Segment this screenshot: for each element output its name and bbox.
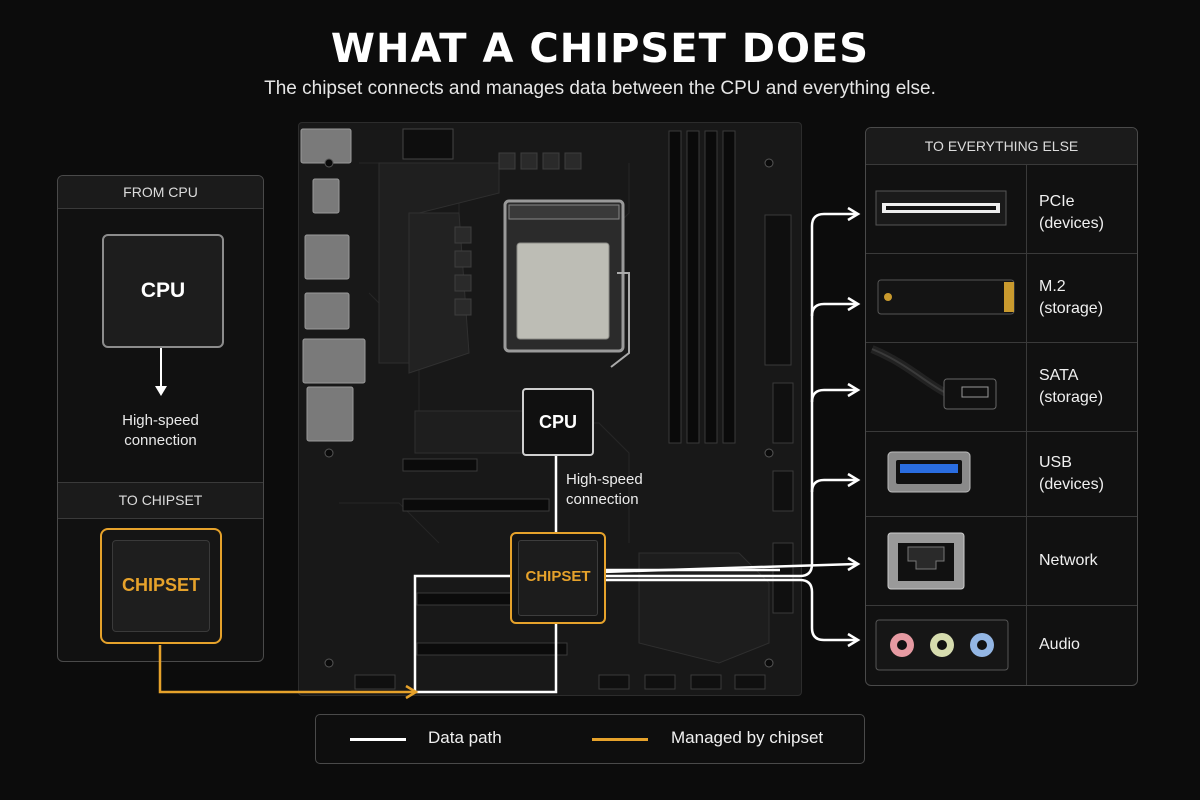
data-path-swatch bbox=[350, 738, 406, 741]
pcie-slot-icon bbox=[875, 190, 1007, 226]
legend-managed: Managed by chipset bbox=[671, 728, 824, 747]
sata-cable-icon bbox=[870, 345, 997, 410]
m2-label: M.2 bbox=[1039, 278, 1066, 295]
connection-caption: High-speed connection bbox=[58, 411, 263, 451]
list-item-pcie: PCIe (devices) bbox=[866, 165, 1137, 254]
usb-label: USB bbox=[1039, 454, 1072, 471]
managed-swatch bbox=[592, 738, 648, 741]
connection-caption-line2: connection bbox=[124, 432, 197, 449]
sata-sublabel: (storage) bbox=[1039, 389, 1104, 406]
audio-jacks-icon bbox=[875, 619, 1009, 671]
list-item-audio: Audio bbox=[866, 606, 1137, 685]
board-connection-line1: High-speed bbox=[566, 471, 643, 488]
board-cpu-block: CPU bbox=[522, 388, 594, 456]
page-subtitle: The chipset connects and manages data be… bbox=[264, 78, 936, 99]
sata-label: SATA bbox=[1039, 367, 1079, 384]
m2-ssd-icon bbox=[877, 279, 1015, 315]
page-title: WHAT A CHIPSET DOES bbox=[330, 26, 870, 72]
chipset-label: CHIPSET bbox=[112, 540, 210, 632]
list-item-m2: M.2 (storage) bbox=[866, 254, 1137, 343]
down-arrow-line bbox=[160, 348, 162, 388]
board-chipset-block: CHIPSET bbox=[510, 532, 606, 624]
cpu-block: CPU bbox=[102, 234, 224, 348]
list-item-network: Network bbox=[866, 517, 1137, 606]
list-item-usb: USB (devices) bbox=[866, 432, 1137, 517]
board-connection-caption: High-speed connection bbox=[566, 470, 643, 510]
network-label: Network bbox=[1039, 552, 1098, 569]
pcie-sublabel: (devices) bbox=[1039, 215, 1104, 232]
from-cpu-header: FROM CPU bbox=[58, 176, 263, 209]
pcie-label: PCIe bbox=[1039, 193, 1075, 210]
board-chipset-label: CHIPSET bbox=[518, 540, 598, 616]
usb-port-icon bbox=[887, 451, 971, 493]
down-arrow-icon bbox=[155, 386, 167, 396]
right-panel: TO EVERYTHING ELSE PCIe (devices) M.2 (s… bbox=[865, 127, 1138, 686]
to-everything-header: TO EVERYTHING ELSE bbox=[866, 128, 1137, 165]
list-item-sata: SATA (storage) bbox=[866, 343, 1137, 432]
left-panel: FROM CPU CPU High-speed connection TO CH… bbox=[57, 175, 264, 662]
to-chipset-header: TO CHIPSET bbox=[58, 482, 263, 519]
ethernet-port-icon bbox=[887, 532, 965, 590]
usb-sublabel: (devices) bbox=[1039, 476, 1104, 493]
connection-caption-line1: High-speed bbox=[122, 412, 199, 429]
legend: Data path Managed by chipset bbox=[315, 714, 865, 764]
legend-data-path: Data path bbox=[428, 728, 502, 747]
board-connection-line2: connection bbox=[566, 491, 639, 508]
audio-label: Audio bbox=[1039, 636, 1080, 653]
chipset-block: CHIPSET bbox=[100, 528, 222, 644]
m2-sublabel: (storage) bbox=[1039, 300, 1104, 317]
